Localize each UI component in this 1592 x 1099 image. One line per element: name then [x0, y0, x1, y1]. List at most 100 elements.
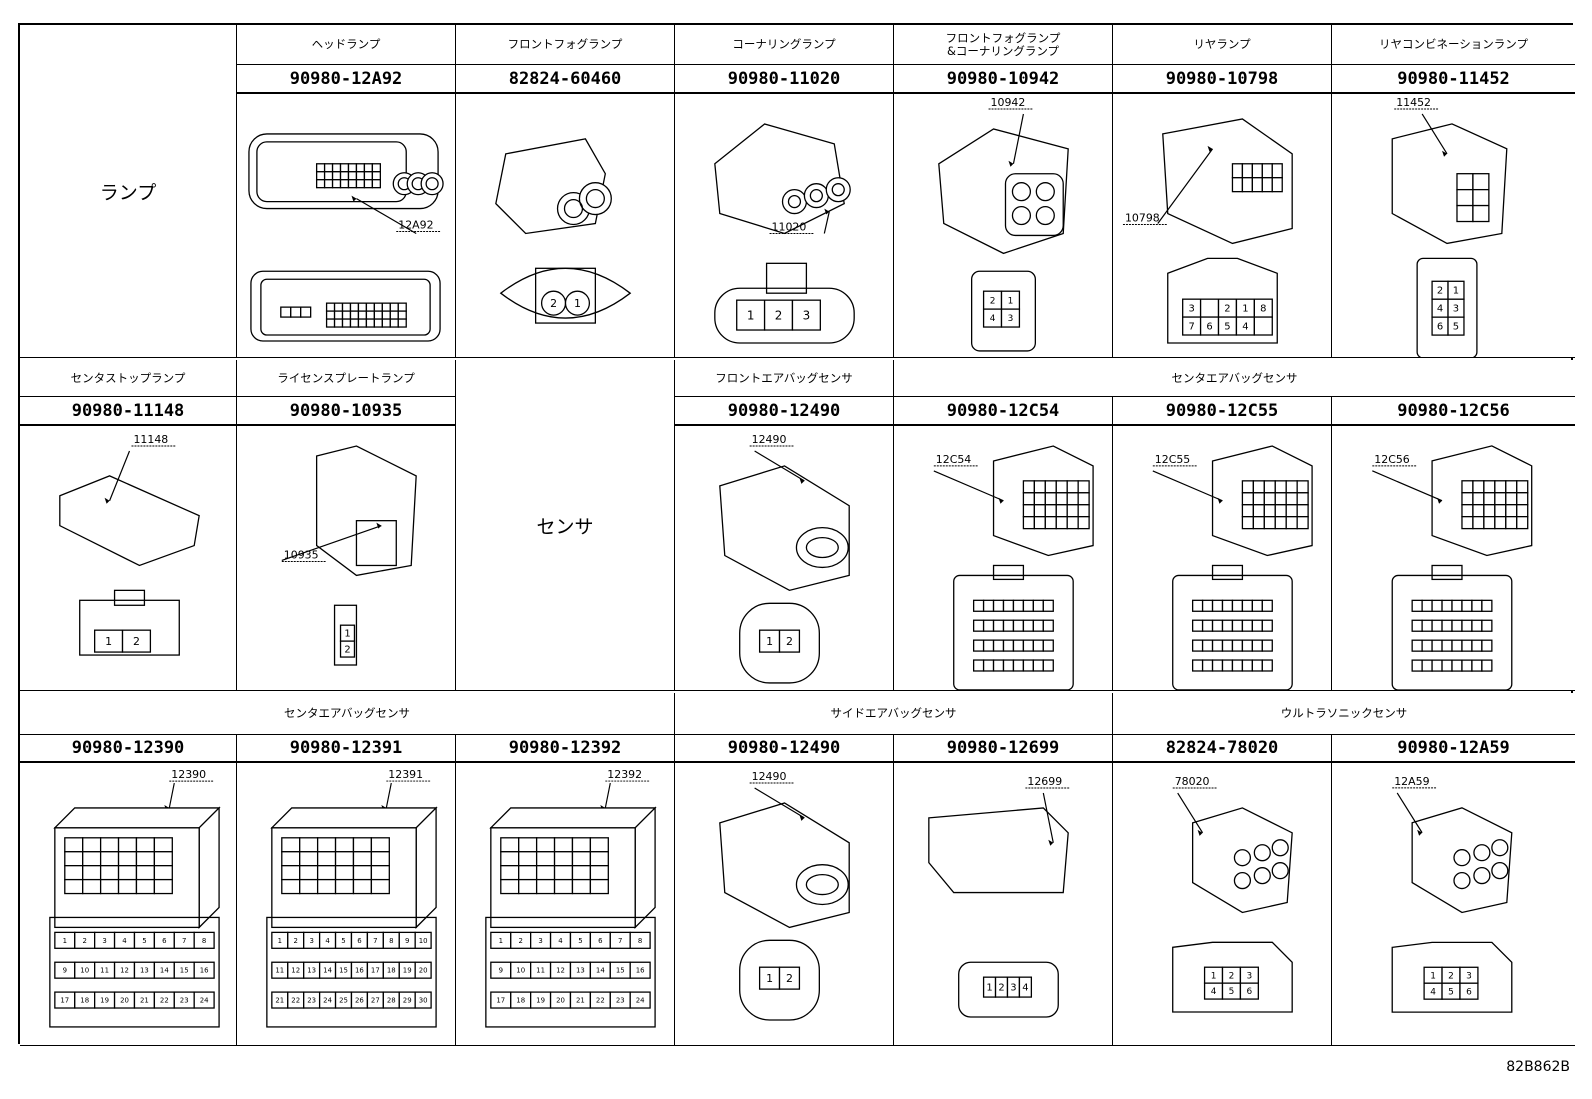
callout-label: 78020 [1175, 775, 1210, 788]
pin-number: 22 [596, 996, 605, 1004]
pin-number: 3 [1188, 304, 1194, 315]
category-sensor: センサ [456, 360, 675, 691]
pin-number: 28 [387, 996, 396, 1004]
pin-number: 17 [371, 967, 380, 975]
callout-label: 12C56 [1374, 453, 1410, 466]
pin-number: 10 [516, 967, 525, 975]
part-number: 90980-12392 [456, 735, 675, 763]
pin-number: 6 [1206, 322, 1212, 333]
part-number: 90980-12699 [894, 735, 1113, 763]
pin-number: 17 [496, 996, 505, 1004]
pin-number: 26 [355, 996, 364, 1004]
pin-number: 1 [766, 972, 773, 985]
pin-number: 1 [747, 308, 755, 322]
callout-label: 11452 [1396, 96, 1431, 109]
pin-number: 4 [990, 314, 996, 324]
callout-label: 12391 [388, 768, 423, 781]
connector-group-name: センタエアバッグセンサ [894, 360, 1575, 397]
callout-label: 12392 [607, 768, 642, 781]
category-label: ウルトラソニックセンサ [1280, 706, 1408, 720]
part-number: 90980-12C54 [894, 397, 1113, 426]
pin-number: 24 [636, 996, 645, 1004]
pin-number: 4 [1242, 322, 1248, 333]
pin-number: 2 [82, 937, 86, 945]
pin-number: 3 [309, 937, 313, 945]
part-number: 82824-78020 [1113, 735, 1332, 763]
pin-number: 11 [275, 967, 284, 975]
pin-number: 2 [550, 297, 557, 310]
connector-illustration: 12C55 [1113, 426, 1332, 691]
pin-number: 1 [986, 983, 992, 994]
multi-connector-drawing: 12C54 [933, 445, 1094, 690]
category-label: センサ [536, 515, 594, 538]
pin-number: 2 [786, 972, 793, 985]
pin-number: 21 [576, 996, 585, 1004]
category-label: フロントエアバッグセンサ [715, 370, 853, 385]
pin-number: 4 [122, 937, 127, 945]
pin-number: 6 [357, 937, 361, 945]
pin-number: 10 [80, 967, 89, 975]
callout-label: 10942 [991, 96, 1026, 109]
pin-number: 3 [803, 308, 811, 322]
pin-number: 2 [775, 308, 783, 322]
pin-number: 1 [1242, 304, 1248, 315]
category-label: リヤコンビネーションランプ [1379, 37, 1528, 51]
pin-number: 13 [140, 967, 149, 975]
part-number: 82824-60460 [456, 65, 675, 94]
connector-group-name: センタエアバッグセンサ [20, 693, 675, 735]
part-number: 90980-12A92 [237, 65, 456, 94]
pin-number: 5 [1448, 987, 1454, 997]
connector-name: コーナリングランプ [675, 25, 894, 65]
callout-label: 10935 [284, 548, 319, 561]
pin-number: 2 [786, 635, 793, 648]
callout-label: 11148 [133, 433, 168, 446]
pin-number: 29 [403, 996, 412, 1004]
multi-connector-drawing: 12C56 [1372, 445, 1533, 690]
pin-number: 16 [200, 967, 209, 975]
pin-number: 19 [536, 996, 545, 1004]
pin-number: 30 [419, 996, 428, 1004]
callout-label: 12490 [752, 433, 787, 446]
category-label: コーナリングランプ [732, 37, 836, 51]
pin-number: 1 [1453, 286, 1459, 297]
pin-number: 10 [419, 937, 428, 945]
part-number: 90980-11020 [675, 65, 894, 94]
pin-number: 3 [1466, 971, 1472, 981]
pin-number: 2 [1448, 971, 1454, 981]
pin-number: 1 [574, 297, 581, 310]
callout-label: 11020 [772, 220, 807, 233]
pin-number: 9 [405, 937, 409, 945]
pin-number: 22 [160, 996, 169, 1004]
callout-label: 12A59 [1394, 775, 1429, 788]
pin-number: 2 [1224, 304, 1230, 315]
connector-illustration: 11020 1 2 3 [675, 94, 894, 358]
pin-number: 3 [1247, 971, 1253, 981]
pin-number: 11 [536, 967, 545, 975]
pin-number: 8 [202, 937, 206, 945]
connector-group-name: サイドエアバッグセンサ [675, 693, 1113, 735]
category-label: センタストップランプ [70, 370, 186, 385]
category-label: センタエアバッグセンサ [1171, 370, 1298, 385]
pin-number: 24 [323, 996, 332, 1004]
pin-number: 2 [1229, 971, 1235, 981]
corner-connector-drawing: 11020 1 2 3 [714, 123, 855, 344]
pin-number: 3 [538, 937, 542, 945]
part-number: 90980-10935 [237, 397, 456, 426]
pin-number: 3 [1453, 304, 1459, 315]
callout-label: 12390 [171, 768, 206, 781]
pin-number: 3 [102, 937, 106, 945]
part-number: 90980-10798 [1113, 65, 1332, 94]
connector-name: リヤランプ [1113, 25, 1332, 65]
